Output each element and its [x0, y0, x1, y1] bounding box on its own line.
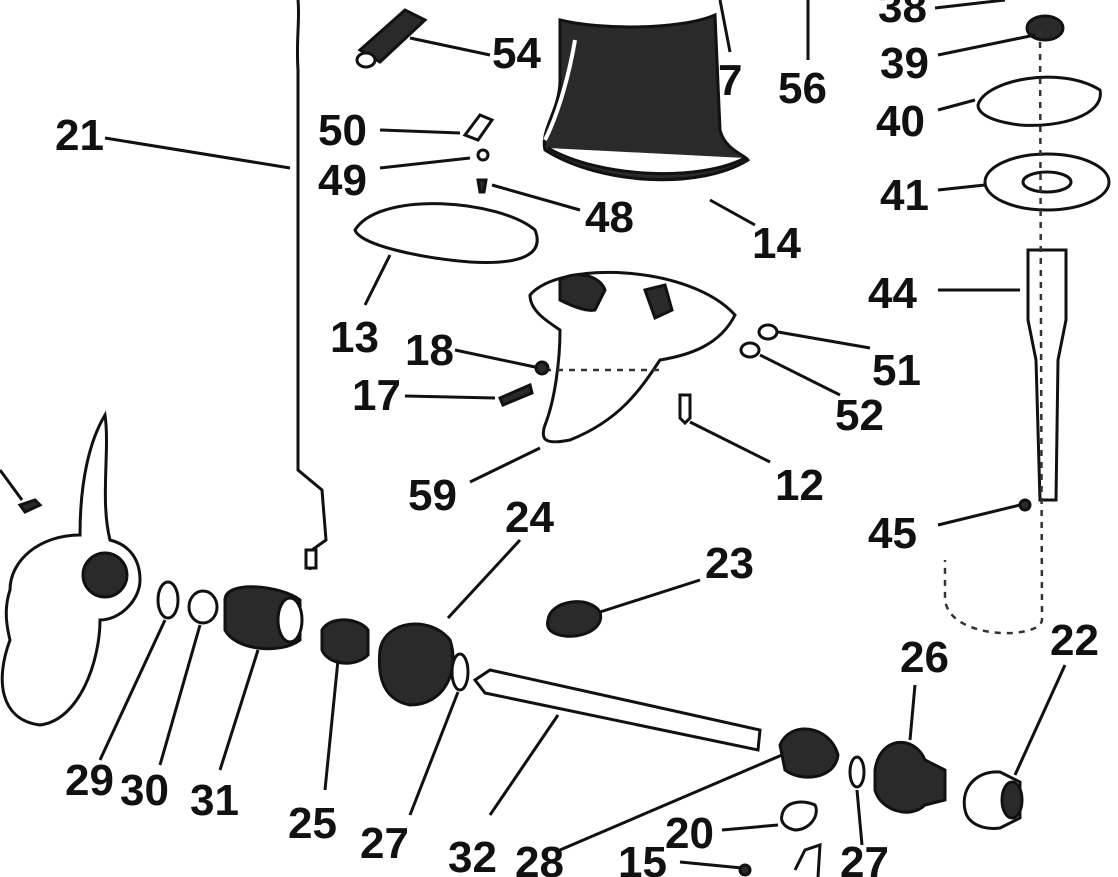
callout-49: 49 [318, 156, 367, 205]
callout-26: 26 [900, 633, 949, 682]
callout-labels: 21 54 7 56 38 39 40 41 44 45 50 49 48 14… [55, 0, 1099, 877]
callout-27-right: 27 [840, 838, 889, 877]
leader-lines [0, 0, 1067, 870]
callout-18: 18 [405, 326, 454, 375]
callout-41: 41 [880, 171, 929, 220]
callout-21: 21 [55, 111, 104, 160]
shift-rod [295, 0, 328, 571]
callout-51: 51 [872, 346, 921, 395]
callout-15: 15 [618, 838, 667, 877]
callout-38: 38 [878, 0, 927, 32]
gasket-part [353, 202, 539, 264]
callout-28: 28 [515, 838, 564, 877]
callout-25: 25 [288, 799, 337, 848]
small-fasteners [462, 113, 495, 194]
case-screw [498, 360, 550, 407]
propeller [0, 410, 142, 727]
screw-part [355, 8, 428, 69]
pinion-gear [546, 600, 603, 638]
callout-31: 31 [190, 776, 239, 825]
reverse-gear [377, 622, 470, 707]
clutch-pin-parts [738, 800, 822, 877]
callout-59: 59 [408, 471, 457, 520]
callout-48: 48 [585, 193, 634, 242]
callout-29: 29 [65, 756, 114, 805]
forward-gear-set [778, 727, 1024, 830]
callout-17: 17 [352, 371, 401, 420]
callout-30: 30 [120, 766, 169, 815]
callout-45: 45 [868, 509, 917, 558]
callout-23: 23 [705, 539, 754, 588]
drive-shaft-housing [542, 12, 751, 182]
callout-24: 24 [505, 493, 554, 542]
callout-39: 39 [880, 39, 929, 88]
callout-52: 52 [835, 391, 884, 440]
callout-13: 13 [330, 313, 379, 362]
washers [739, 323, 779, 359]
callout-50: 50 [318, 106, 367, 155]
callout-20: 20 [665, 809, 714, 858]
callout-56: 56 [778, 64, 827, 113]
callout-44: 44 [868, 269, 917, 318]
propeller-shaft [472, 668, 762, 752]
gear-case [528, 270, 737, 444]
callout-7: 7 [718, 56, 742, 105]
callout-40: 40 [876, 97, 925, 146]
callout-27-left: 27 [360, 819, 409, 868]
callout-32: 32 [448, 833, 497, 877]
prop-shaft-parts [156, 580, 370, 665]
callout-14: 14 [752, 219, 801, 268]
callout-12: 12 [775, 461, 824, 510]
screw-12-part [678, 393, 692, 426]
callout-22: 22 [1050, 616, 1099, 665]
callout-54: 54 [492, 29, 541, 78]
water-pump-stack [943, 14, 1111, 635]
